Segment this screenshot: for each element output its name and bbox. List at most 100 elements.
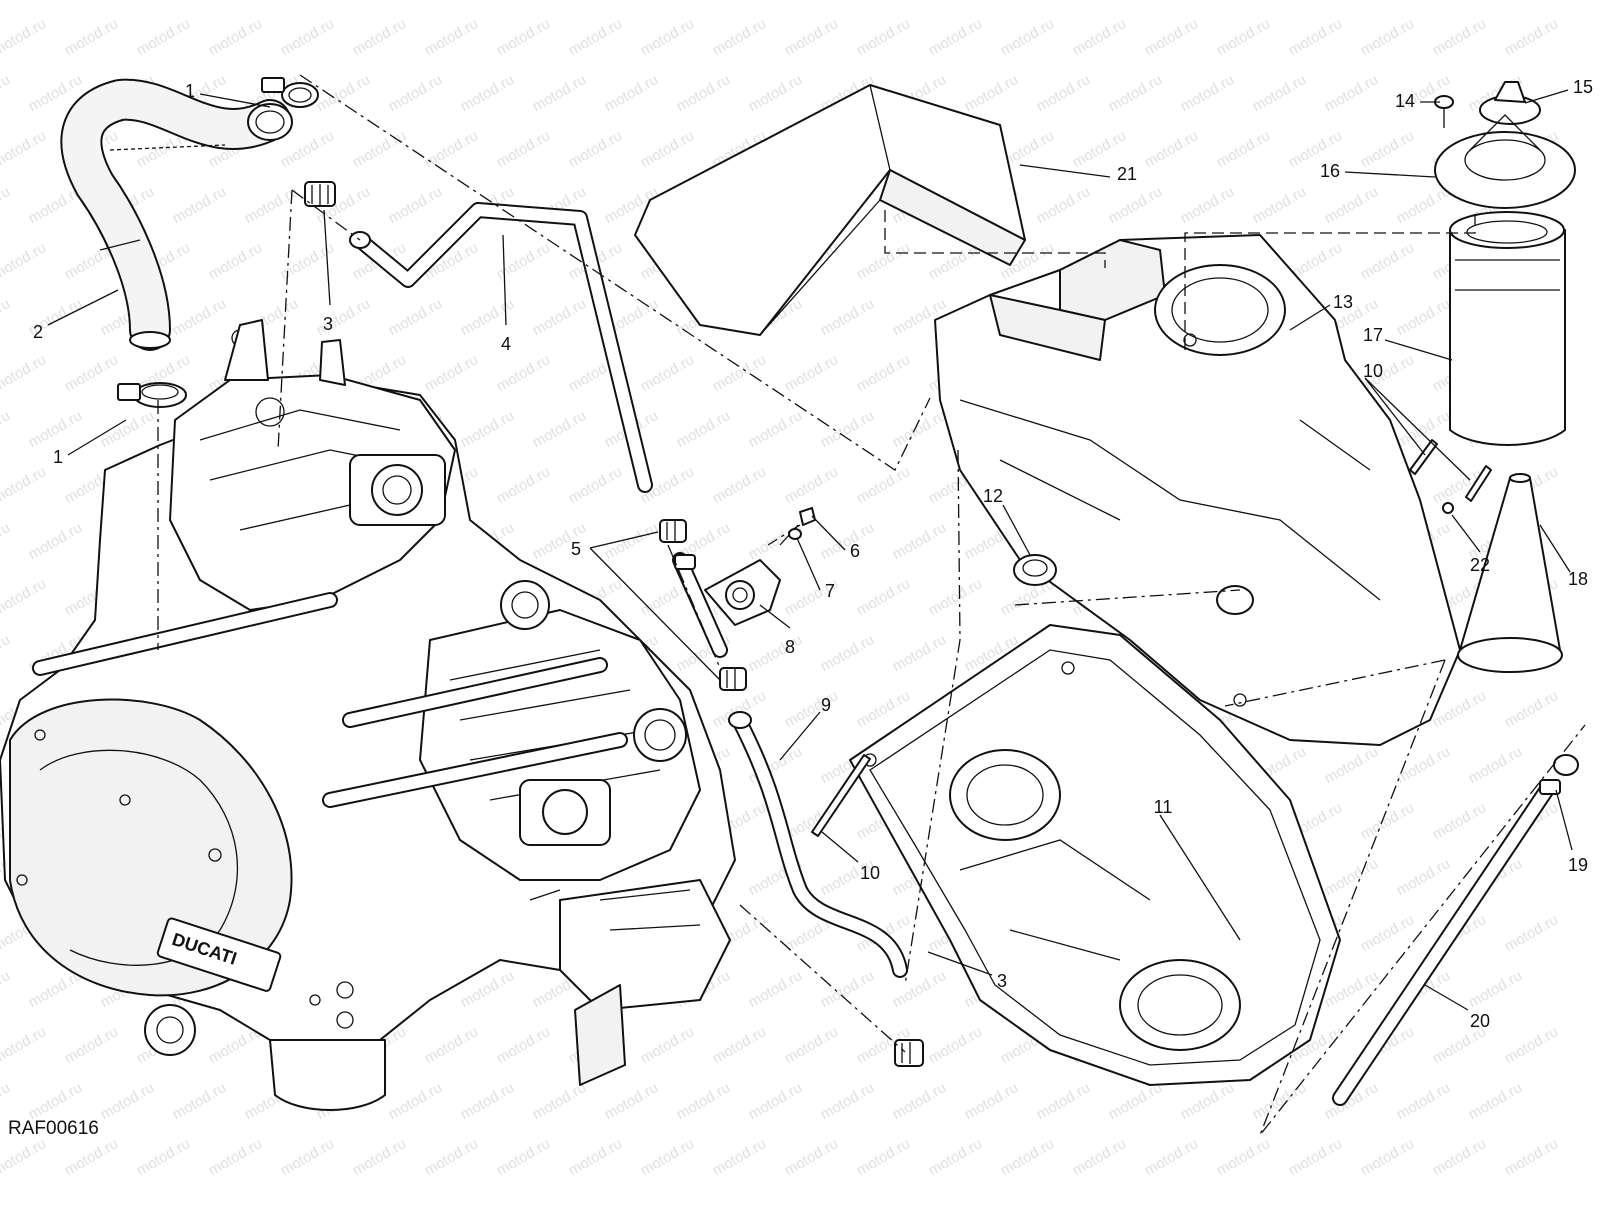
engine-badge: DUCATI xyxy=(156,917,282,992)
watermark-text: motod.ru xyxy=(206,1135,266,1179)
watermark-text: motod.ru xyxy=(458,407,518,451)
watermark-text: motod.ru xyxy=(1142,1135,1202,1179)
watermark-text: motod.ru xyxy=(710,351,770,395)
watermark-text: motod.ru xyxy=(854,1135,914,1179)
callout-label-c2: 2 xyxy=(33,322,43,342)
watermark-text: motod.ru xyxy=(1178,183,1238,227)
part-21-airbox-cover xyxy=(634,84,1026,336)
watermark-text: motod.ru xyxy=(638,15,698,59)
watermark-text: motod.ru xyxy=(818,1079,878,1123)
watermark-text: motod.ru xyxy=(1070,1135,1130,1179)
watermark-text: motod.ru xyxy=(386,295,446,339)
watermark-text: motod.ru xyxy=(458,71,518,115)
watermark-text: motod.ru xyxy=(962,1079,1022,1123)
callout-leaders xyxy=(47,89,1573,1011)
part-13-airbox-upper xyxy=(934,234,1461,746)
watermark-text: motod.ru xyxy=(746,0,806,3)
watermark-text: motod.ru xyxy=(1502,911,1562,955)
watermark-text: motod.ru xyxy=(242,0,302,3)
watermark-text: motod.ru xyxy=(674,71,734,115)
watermark-text: motod.ru xyxy=(1178,0,1238,3)
callout-label-c12: 12 xyxy=(983,486,1003,506)
watermark-text: motod.ru xyxy=(782,1023,842,1067)
watermark-text: motod.ru xyxy=(494,1023,554,1067)
watermark-text: motod.ru xyxy=(854,463,914,507)
watermark-text: motod.ru xyxy=(1394,0,1454,3)
watermark-text: motod.ru xyxy=(0,295,13,339)
watermark-text: motod.ru xyxy=(494,1135,554,1179)
watermark-text: motod.ru xyxy=(0,463,49,507)
watermark-text: motod.ru xyxy=(890,631,950,675)
watermark-text: motod.ru xyxy=(422,15,482,59)
part-11-airbox-lower xyxy=(849,624,1341,1086)
callout-label-c22: 22 xyxy=(1470,555,1490,575)
watermark-text: motod.ru xyxy=(1322,183,1382,227)
drawing-code: RAF00616 xyxy=(8,1118,99,1139)
callout-label-c5: 5 xyxy=(571,539,581,559)
watermark-text: motod.ru xyxy=(746,407,806,451)
callout-label-c1a: 1 xyxy=(185,81,195,101)
callout-label-c10a: 10 xyxy=(860,863,880,883)
part-10-screw-right-b xyxy=(1465,465,1492,502)
watermark-text: motod.ru xyxy=(1034,71,1094,115)
watermark-text: motod.ru xyxy=(0,351,49,395)
watermark-text: motod.ru xyxy=(818,0,878,3)
watermark-text: motod.ru xyxy=(710,15,770,59)
watermark-text: motod.ru xyxy=(422,1023,482,1067)
watermark-text: motod.ru xyxy=(386,0,446,3)
watermark-text: motod.ru xyxy=(1250,71,1310,115)
watermark-text: motod.ru xyxy=(962,71,1022,115)
watermark-text: motod.ru xyxy=(674,1079,734,1123)
watermark-text: motod.ru xyxy=(710,1135,770,1179)
watermark-text: motod.ru xyxy=(62,351,122,395)
watermark-text: motod.ru xyxy=(782,351,842,395)
watermark-text: motod.ru xyxy=(602,519,662,563)
watermark-text: motod.ru xyxy=(854,15,914,59)
watermark-text: motod.ru xyxy=(818,967,878,1011)
part-3-plug-upper xyxy=(304,181,336,207)
watermark-text: motod.ru xyxy=(890,519,950,563)
watermark-text: motod.ru xyxy=(314,71,374,115)
watermark-text: motod.ru xyxy=(98,0,158,3)
watermark-text: motod.ru xyxy=(1358,799,1418,843)
watermark-text: motod.ru xyxy=(854,239,914,283)
watermark-text: motod.ru xyxy=(1214,1135,1274,1179)
watermark-text: motod.ru xyxy=(1430,15,1490,59)
watermark-text: motod.ru xyxy=(1394,743,1454,787)
watermark-text: motod.ru xyxy=(1502,1023,1562,1067)
callout-label-c11: 11 xyxy=(1154,797,1173,817)
watermark-text: motod.ru xyxy=(386,1079,446,1123)
watermark-text: motod.ru xyxy=(0,631,13,675)
callout-label-c1b: 1 xyxy=(53,447,63,467)
watermark-text: motod.ru xyxy=(494,127,554,171)
watermark-text: motod.ru xyxy=(1034,0,1094,3)
watermark-text: motod.ru xyxy=(1358,239,1418,283)
part-22-washer xyxy=(1442,502,1454,514)
watermark-text: motod.ru xyxy=(1502,15,1562,59)
watermark-text: motod.ru xyxy=(566,463,626,507)
watermark-text: motod.ru xyxy=(206,15,266,59)
watermark-text: motod.ru xyxy=(818,407,878,451)
watermark-text: motod.ru xyxy=(1394,1079,1454,1123)
watermark-text: motod.ru xyxy=(62,1135,122,1179)
watermark-text: motod.ru xyxy=(0,1079,13,1123)
watermark-text: motod.ru xyxy=(314,0,374,3)
callout-label-c15: 15 xyxy=(1573,77,1593,97)
part-16-filter-lid xyxy=(1434,114,1576,209)
watermark-text: motod.ru xyxy=(782,463,842,507)
watermark-text: motod.ru xyxy=(1286,15,1346,59)
watermark-text: motod.ru xyxy=(0,1135,49,1179)
watermark-text: motod.ru xyxy=(566,127,626,171)
watermark-text: motod.ru xyxy=(926,15,986,59)
watermark-text: motod.ru xyxy=(26,0,86,3)
watermark-text: motod.ru xyxy=(1106,1079,1166,1123)
callout-label-c21: 21 xyxy=(1117,164,1137,184)
part-20-drain-tube xyxy=(1332,780,1556,1106)
watermark-text: motod.ru xyxy=(1322,855,1382,899)
watermark-text: motod.ru xyxy=(0,239,49,283)
watermark-text: motod.ru xyxy=(998,1135,1058,1179)
watermark-text: motod.ru xyxy=(494,15,554,59)
watermark-text: motod.ru xyxy=(0,1023,49,1067)
